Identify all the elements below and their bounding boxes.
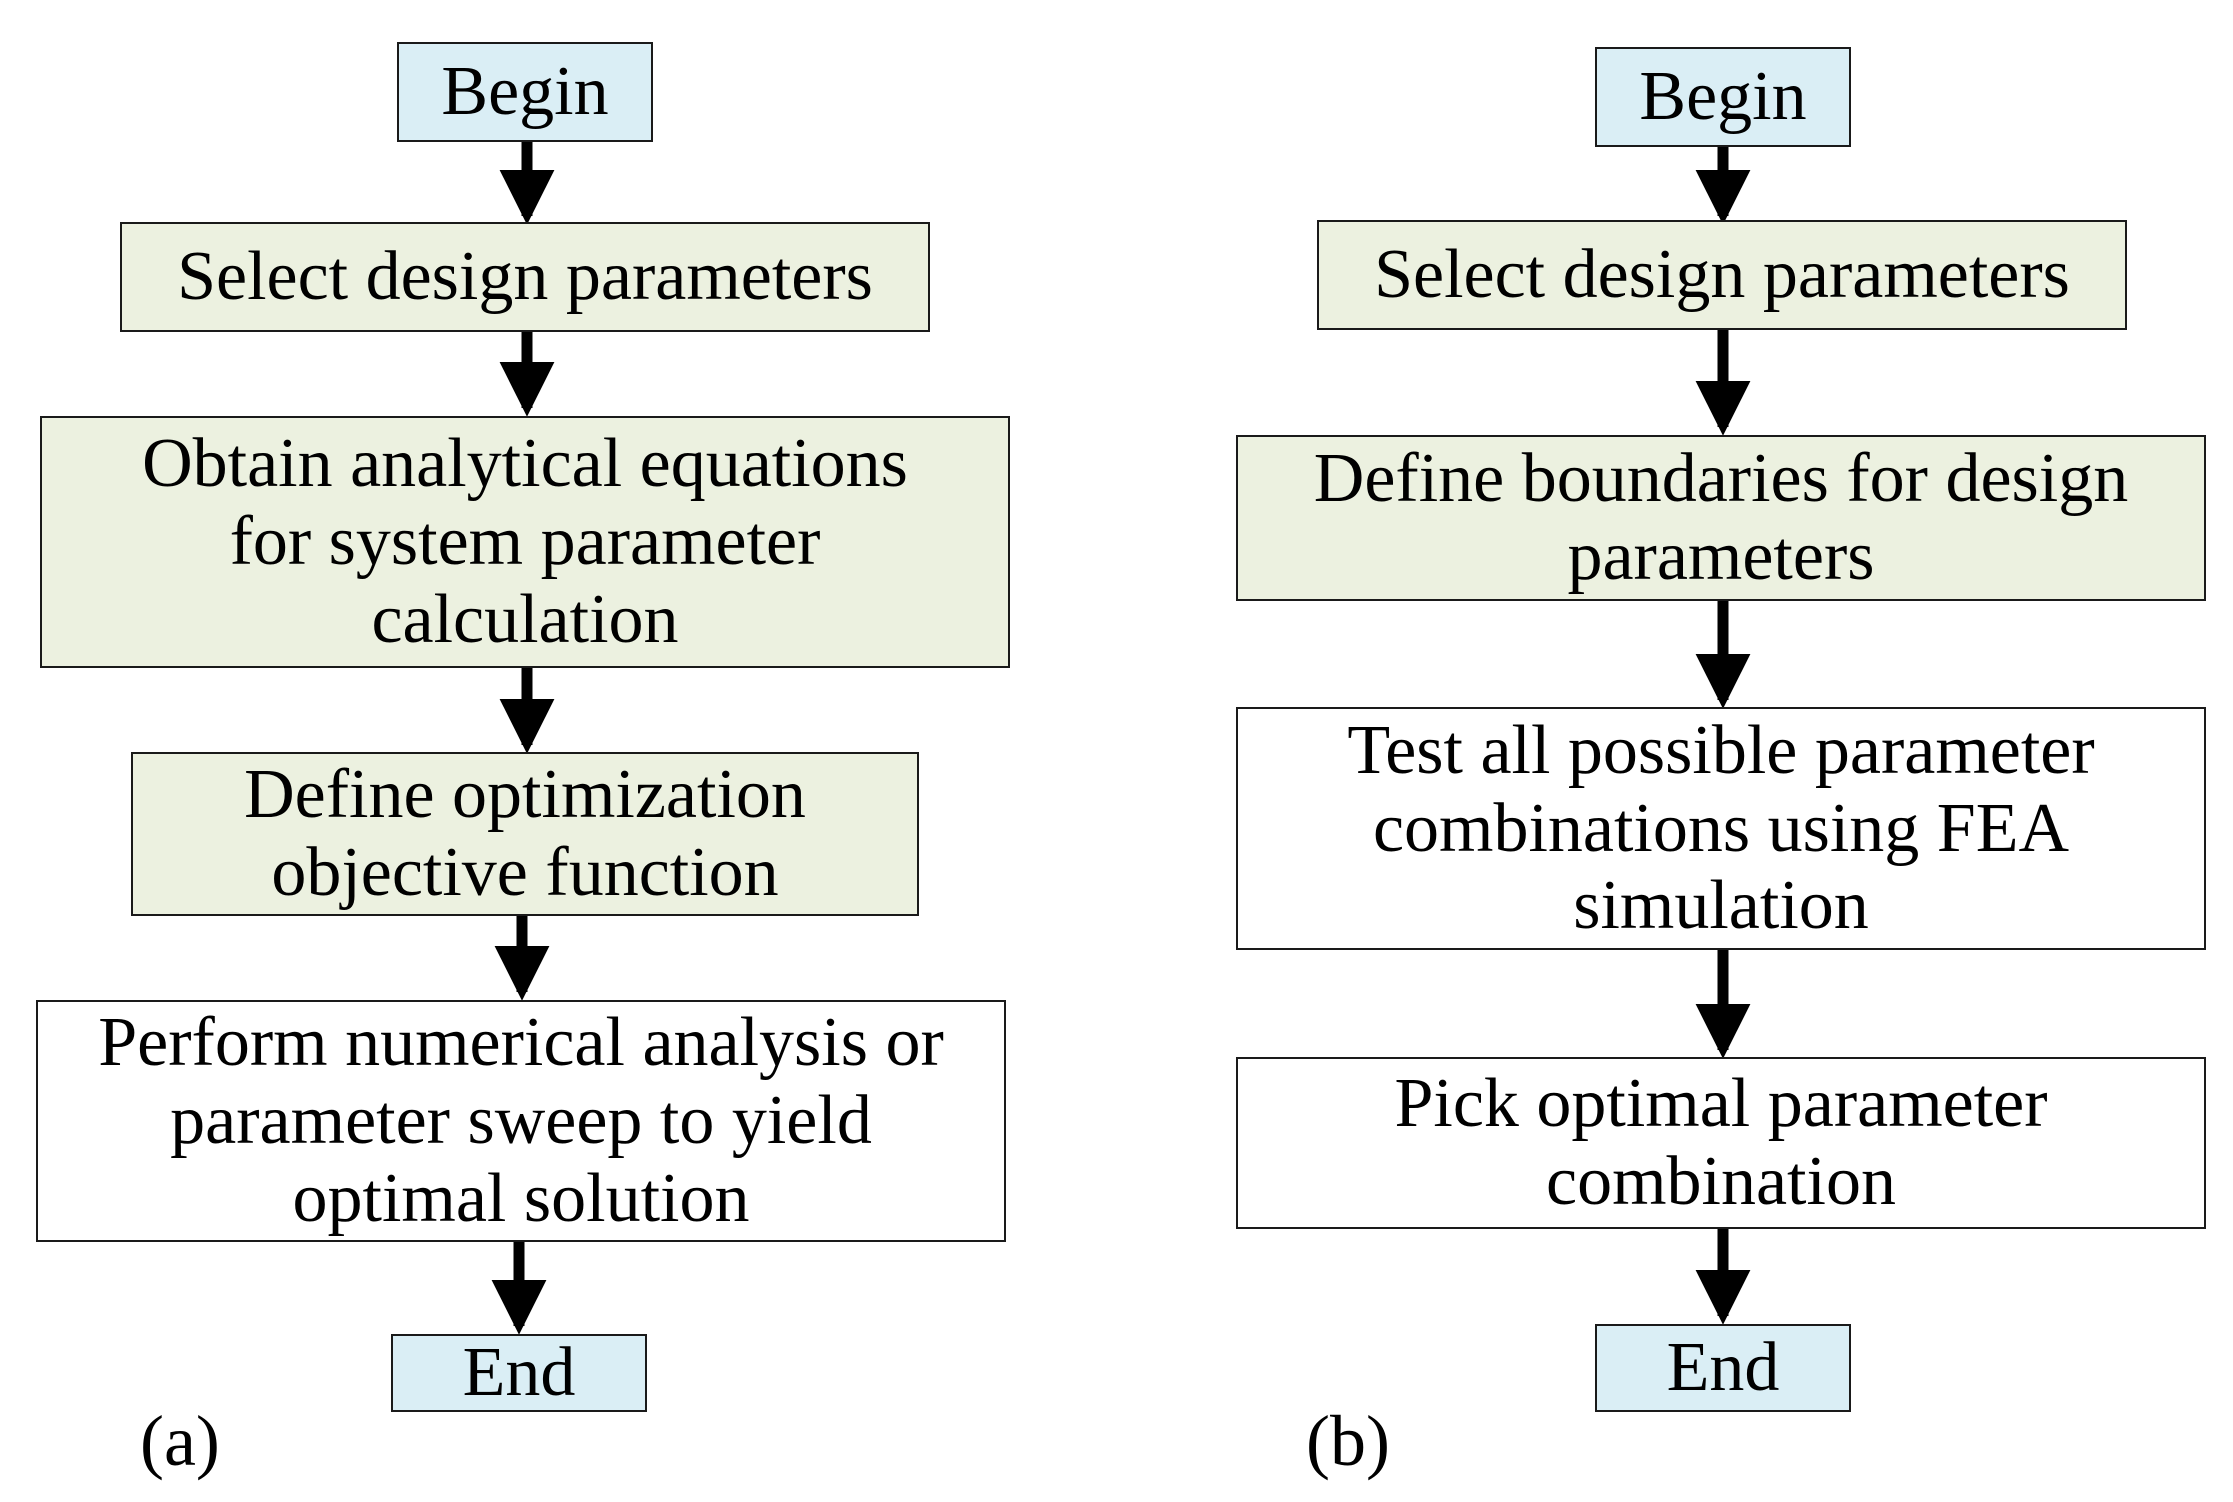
flowchart-a-end: End [391, 1334, 647, 1412]
flowchart-b-select-design-parameters: Select design parameters [1317, 220, 2127, 330]
flowchart-b-step3-text: Test all possible parameter combinations… [1347, 711, 2095, 945]
flowchart-b-test-combinations: Test all possible parameter combinations… [1236, 707, 2206, 950]
flowchart-b-end-text: End [1666, 1329, 1780, 1407]
flowchart-a-step1-text: Select design parameters [177, 238, 873, 316]
flowchart-b-step1-text: Select design parameters [1374, 236, 2070, 314]
flowchart-a-define-objective-function: Define optimization objective function [131, 752, 919, 916]
flowchart-b-end: End [1595, 1324, 1851, 1412]
flowchart-b-begin-text: Begin [1639, 58, 1807, 136]
flowchart-a-begin: Begin [397, 42, 653, 142]
flowchart-b-step2-text: Define boundaries for design parameters [1313, 440, 2129, 595]
flowchart-a-select-design-parameters: Select design parameters [120, 222, 930, 332]
flowchart-a-begin-text: Begin [441, 53, 609, 131]
flowchart-a-obtain-analytical-equations: Obtain analytical equations for system p… [40, 416, 1010, 668]
flowchart-b-define-boundaries: Define boundaries for design parameters [1236, 435, 2206, 601]
flowchart-b-begin: Begin [1595, 47, 1851, 147]
flowchart-a-perform-numerical-analysis: Perform numerical analysis or parameter … [36, 1000, 1006, 1242]
flowchart-b-label: (b) [1306, 1401, 1390, 1481]
flowchart-a-label: (a) [140, 1401, 220, 1481]
flowchart-b-step4-text: Pick optimal parameter combination [1394, 1065, 2048, 1220]
flowchart-a-end-text: End [462, 1334, 576, 1412]
flowchart-b-pick-optimal-combination: Pick optimal parameter combination [1236, 1057, 2206, 1229]
flowchart-a-step4-text: Perform numerical analysis or parameter … [98, 1004, 944, 1237]
flowchart-a-step2-text: Obtain analytical equations for system p… [142, 425, 908, 658]
flowchart-a-step3-text: Define optimization objective function [244, 756, 806, 911]
